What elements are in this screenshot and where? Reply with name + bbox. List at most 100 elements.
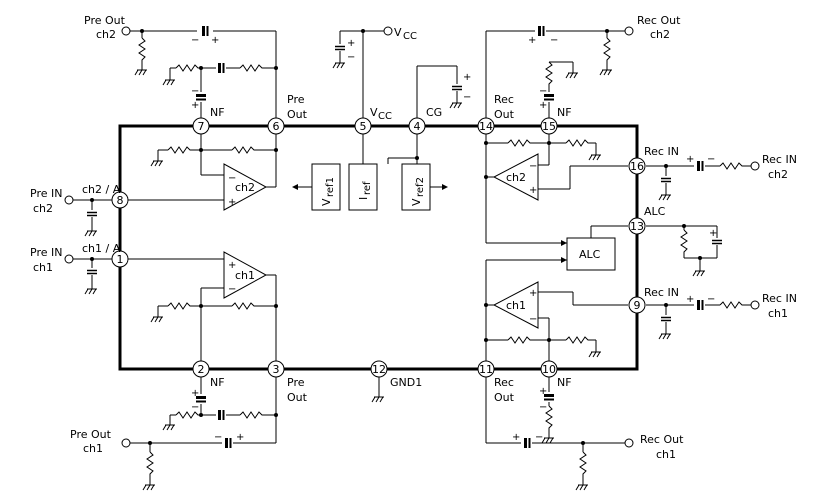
pin16-label: Rec IN — [644, 145, 679, 158]
svg-text:−: − — [539, 402, 547, 413]
label-pre-in-ch2: Pre IN — [30, 187, 62, 200]
svg-text:−: − — [539, 86, 547, 97]
svg-text:+: + — [686, 154, 694, 165]
svg-text:+: + — [529, 288, 537, 299]
label-rec-out-ch1: Rec Out — [640, 433, 684, 446]
pin-12 — [370, 360, 388, 378]
pin13-label: ALC — [644, 205, 666, 218]
svg-text:Out: Out — [287, 391, 308, 404]
rec-out-ch1-network: + − + − — [485, 377, 634, 491]
label-pre-out-ch2-sub: ch2 — [96, 28, 116, 41]
pin11-label: Rec — [494, 376, 514, 389]
svg-text:−: − — [535, 432, 543, 443]
pin5-label: V — [370, 106, 378, 119]
svg-text:+: + — [211, 35, 219, 46]
pin-5 — [354, 117, 372, 135]
pin-9 — [628, 296, 646, 314]
pin-2-number: 2 — [198, 363, 205, 376]
svg-text:−: − — [191, 35, 199, 46]
pre-ch2-amp — [223, 163, 268, 211]
pin-1 — [111, 250, 129, 268]
label-rec-in-ch2: Rec IN — [762, 153, 797, 166]
svg-text:ref: ref — [362, 181, 373, 195]
rec-ch2-amp — [492, 153, 539, 201]
svg-text:+: + — [709, 228, 717, 239]
pre-ch2-amp-label: ch2 — [235, 181, 255, 194]
label-rec-in-ch1: Rec IN — [762, 292, 797, 305]
pin-14 — [477, 117, 495, 135]
label-pre-out-ch2: Pre Out — [84, 14, 126, 27]
pin-4-number: 4 — [414, 120, 421, 133]
svg-text:ch1: ch1 — [656, 448, 676, 461]
vcc-network: + − — [332, 26, 393, 118]
svg-text:+: + — [228, 260, 236, 271]
svg-text:+: + — [539, 386, 547, 397]
svg-text:ch1: ch1 — [768, 307, 788, 320]
svg-text:+: + — [529, 185, 537, 196]
svg-text:−: − — [214, 432, 222, 443]
pin14-label: Rec — [494, 93, 514, 106]
svg-text:−: − — [707, 294, 715, 305]
ic-body — [118, 124, 639, 371]
pin9-label: Rec IN — [644, 286, 679, 299]
pin12-label: GND1 — [390, 376, 422, 389]
pre-out-ch2-network: − + − + — [121, 24, 278, 119]
pin-5-number: 5 — [360, 120, 367, 133]
pin-7-number: 7 — [198, 120, 205, 133]
rec-ch2-amp-label: ch2 — [506, 171, 526, 184]
svg-text:+: + — [463, 72, 471, 83]
svg-text:Out: Out — [494, 108, 515, 121]
pin-10 — [540, 360, 558, 378]
pin8-label: ch2 / A — [82, 183, 121, 196]
pre-out-ch1-network: + − − + — [121, 377, 278, 491]
pin-6-number: 6 — [273, 120, 280, 133]
pin-3-number: 3 — [273, 363, 280, 376]
svg-text:ch2: ch2 — [768, 168, 788, 181]
rec-ch1-amp — [492, 281, 539, 329]
nf-label-7: NF — [210, 106, 225, 119]
svg-text:+: + — [512, 432, 520, 443]
pin6-label: Pre — [287, 93, 305, 106]
label-vcc: V — [394, 26, 402, 39]
iref-label: I — [357, 197, 370, 200]
svg-text:Out: Out — [494, 391, 515, 404]
pin-10-number: 10 — [542, 363, 556, 376]
svg-text:ref2: ref2 — [415, 177, 426, 197]
pins — [111, 117, 646, 378]
vref1-label: V — [320, 198, 333, 206]
label-pre-in-ch1: Pre IN — [30, 246, 62, 259]
svg-text:Out: Out — [287, 108, 308, 121]
svg-text:−: − — [707, 154, 715, 165]
rec-ch1-amp-label: ch1 — [506, 299, 526, 312]
nf-label-10: NF — [557, 376, 572, 389]
pin-4 — [408, 117, 426, 135]
pre-in-ch1-network — [64, 254, 112, 295]
svg-text:−: − — [550, 35, 558, 46]
pin3-label: Pre — [287, 376, 305, 389]
svg-text:−: − — [529, 314, 537, 325]
pin-numbers: 7 6 5 4 14 15 8 1 16 13 9 2 3 12 11 10 — [117, 120, 645, 376]
pre-ch1-amp — [223, 251, 268, 299]
svg-text:−: − — [228, 173, 236, 184]
pre-in-ch2-network — [64, 195, 112, 237]
label-rec-out-ch2: Rec Out — [637, 14, 681, 27]
nf-label-2: NF — [210, 376, 225, 389]
vref2-label: V — [410, 198, 423, 206]
pin-9-number: 9 — [634, 299, 641, 312]
svg-text:+: + — [539, 100, 547, 111]
svg-text:+: + — [191, 388, 199, 399]
svg-text:+: + — [528, 35, 536, 46]
svg-text:−: − — [529, 161, 537, 172]
svg-text:−: − — [347, 52, 355, 63]
pin-3 — [267, 360, 285, 378]
svg-text:+: + — [347, 38, 355, 49]
alc-external-network: + — [646, 224, 723, 277]
pin-11 — [477, 360, 495, 378]
svg-text:ch2: ch2 — [650, 28, 670, 41]
svg-text:+: + — [686, 294, 694, 305]
label-pre-out-ch1: Pre Out — [70, 428, 112, 441]
internal-wiring — [128, 134, 628, 369]
cg-network: + − — [416, 65, 471, 118]
pin-8-number: 8 — [117, 194, 124, 207]
svg-text:−: − — [463, 92, 471, 103]
